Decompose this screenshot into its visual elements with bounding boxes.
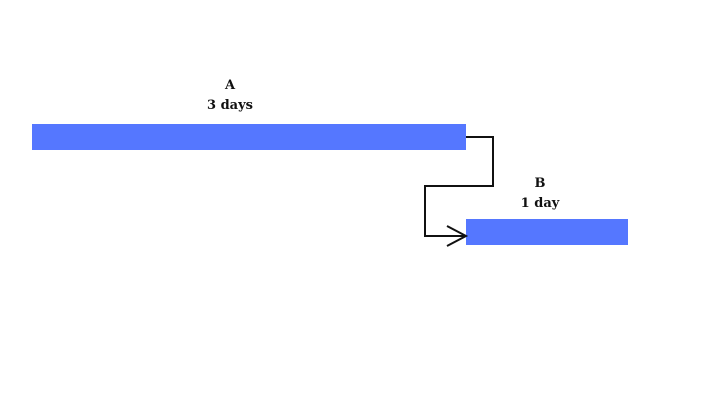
arrowhead-icon [446,225,469,247]
task-b-duration: 1 day [520,196,560,211]
task-a-bar[interactable] [32,124,466,150]
task-a-duration: 3 days [207,98,253,113]
task-a-name: A [224,78,236,93]
task-b-bar[interactable] [466,219,628,245]
task-a-label: A 3 days [200,76,260,116]
task-b-label: B 1 day [510,174,570,214]
task-b-name: B [534,176,546,191]
